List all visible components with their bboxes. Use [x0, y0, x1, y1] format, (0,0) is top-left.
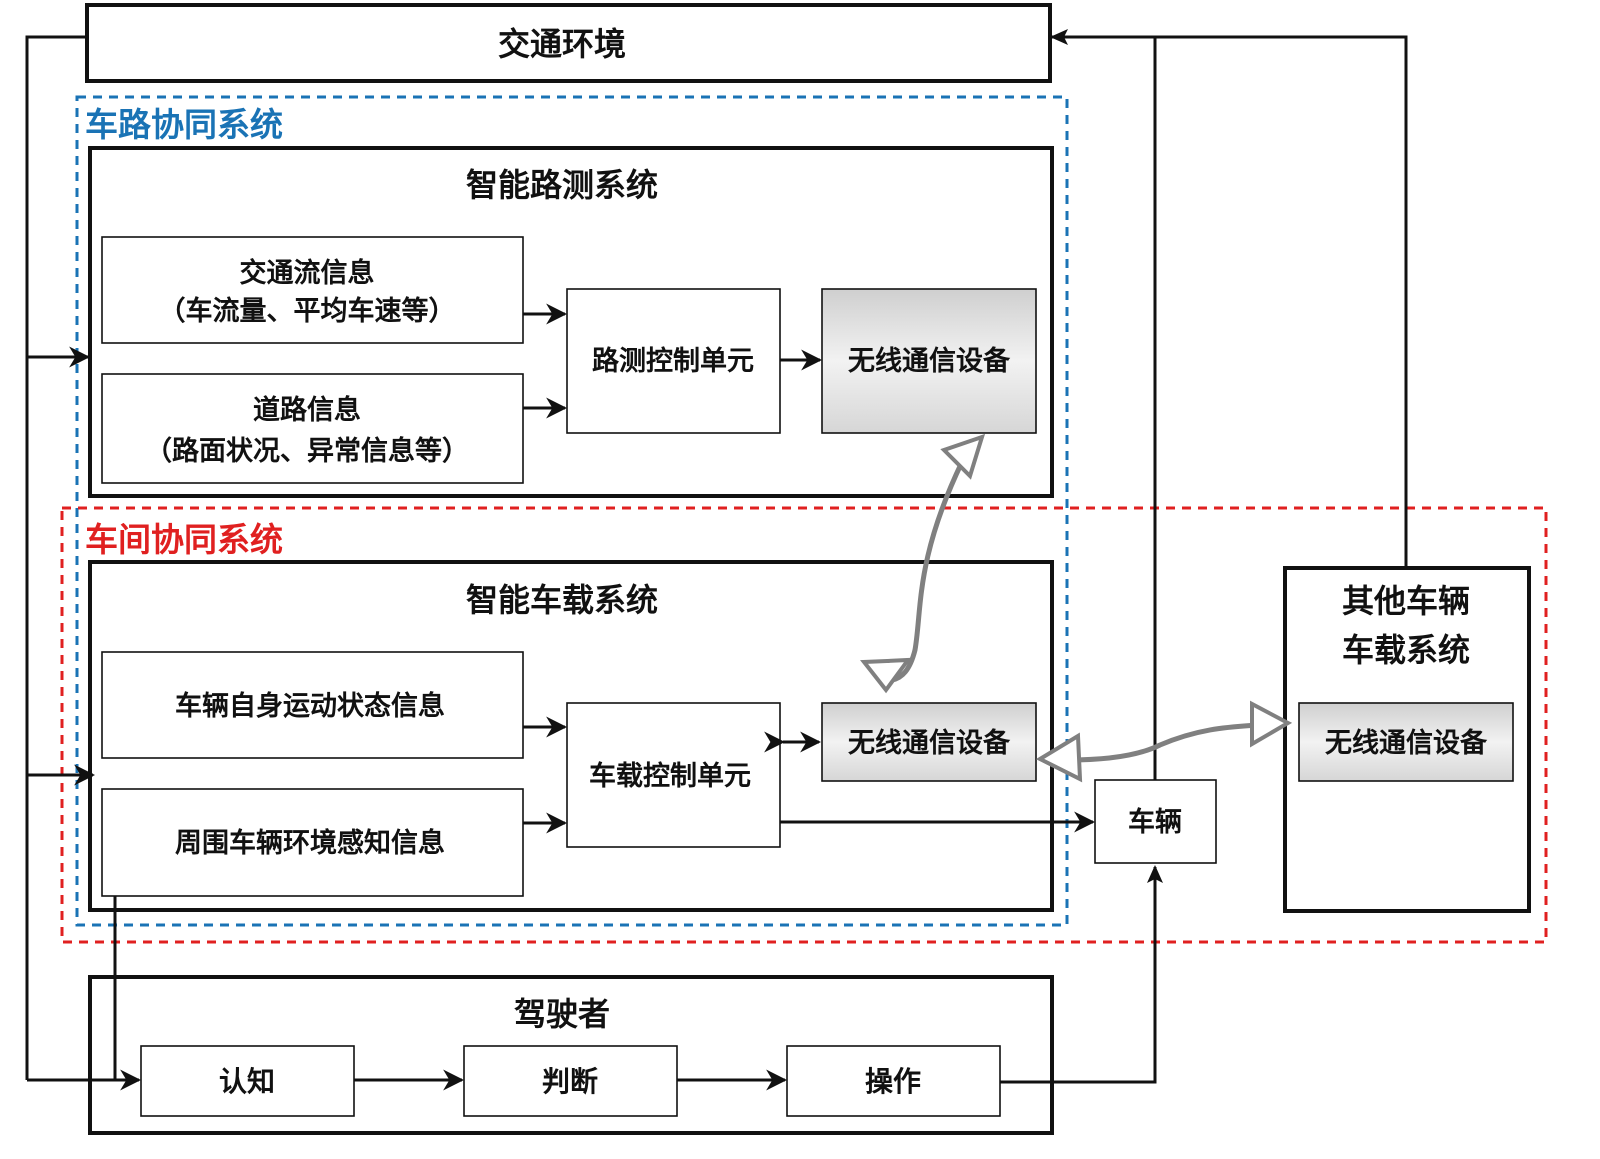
roadside-onboard-wireless-link — [891, 460, 965, 683]
other-vehicles-to-env-line — [1050, 35, 1408, 568]
traffic-environment-label: 交通环境 — [498, 25, 626, 63]
vehicle-road-cooperation-label: 车路协同系统 — [85, 105, 283, 144]
arrow-into-vehicle — [1147, 865, 1163, 883]
env-feedback-line — [25, 35, 87, 1080]
onboard-wireless-device-label: 无线通信设备 — [848, 728, 1011, 759]
other-wireless-device-label: 无线通信设备 — [1325, 728, 1488, 759]
driver-title: 驾驶者 — [514, 995, 610, 1033]
roadside-system-title: 智能路测系统 — [466, 166, 658, 204]
link-head-other-vehicle — [1250, 700, 1293, 748]
connector-lines — [25, 29, 1408, 1091]
vehicle-box: 车辆 — [1094, 779, 1217, 864]
roadside-control-unit-box: 路测控制单元 — [566, 288, 781, 434]
traffic-flow-info-detail: （车流量、平均车速等） — [159, 295, 456, 327]
vehicle-self-state-box: 车辆自身运动状态信息 — [101, 651, 524, 759]
judgment-box: 判断 — [463, 1045, 678, 1117]
other-vehicles-title-line1: 其他车辆 — [1342, 582, 1470, 620]
other-vehicles-title-line2: 车载系统 — [1342, 631, 1470, 669]
vehicle-label: 车辆 — [1128, 806, 1182, 838]
traffic-flow-info-box: 交通流信息 （车流量、平均车速等） — [101, 236, 524, 344]
cognition-label: 认知 — [219, 1065, 275, 1098]
other-wireless-device-box: 无线通信设备 — [1298, 702, 1514, 782]
judgment-label: 判断 — [542, 1065, 598, 1098]
onboard-control-unit-label: 车载控制单元 — [589, 760, 751, 792]
inter-vehicle-cooperation-boundary — [60, 506, 1548, 944]
roadside-control-unit-label: 路测控制单元 — [592, 345, 754, 377]
vehicle-self-state-label: 车辆自身运动状态信息 — [175, 690, 445, 722]
onboard-other-wireless-link — [1067, 722, 1259, 763]
inter-vehicle-cooperation-label: 车间协同系统 — [85, 520, 283, 559]
traffic-environment-box: 交通环境 — [85, 3, 1052, 83]
arrow-into-traffic-env — [1050, 29, 1068, 45]
operation-to-vehicle-line — [1000, 867, 1157, 1084]
roadside-wireless-device-box: 无线通信设备 — [821, 288, 1037, 434]
onboard-wireless-device-box: 无线通信设备 — [821, 702, 1037, 782]
surrounding-perception-label: 周围车辆环境感知信息 — [175, 827, 445, 859]
vehicle-road-cooperation-boundary — [75, 95, 1069, 927]
road-info-box: 道路信息 （路面状况、异常信息等） — [101, 373, 524, 484]
surrounding-perception-box: 周围车辆环境感知信息 — [101, 788, 524, 897]
link-head-onboard — [860, 657, 913, 694]
road-info-detail: （路面状况、异常信息等） — [145, 435, 469, 467]
onboard-control-unit-box: 车载控制单元 — [566, 702, 781, 848]
link-head-roadside — [940, 433, 986, 480]
roadside-wireless-device-label: 无线通信设备 — [848, 346, 1011, 377]
road-info-title: 道路信息 — [253, 394, 361, 426]
wireless-links — [860, 433, 1293, 783]
operation-label: 操作 — [865, 1065, 921, 1098]
onboard-system-title: 智能车载系统 — [466, 581, 658, 619]
cognition-box: 认知 — [140, 1045, 355, 1117]
link-head-onboard-right — [1035, 732, 1083, 783]
traffic-flow-info-title: 交通流信息 — [240, 257, 375, 289]
operation-box: 操作 — [786, 1045, 1001, 1117]
